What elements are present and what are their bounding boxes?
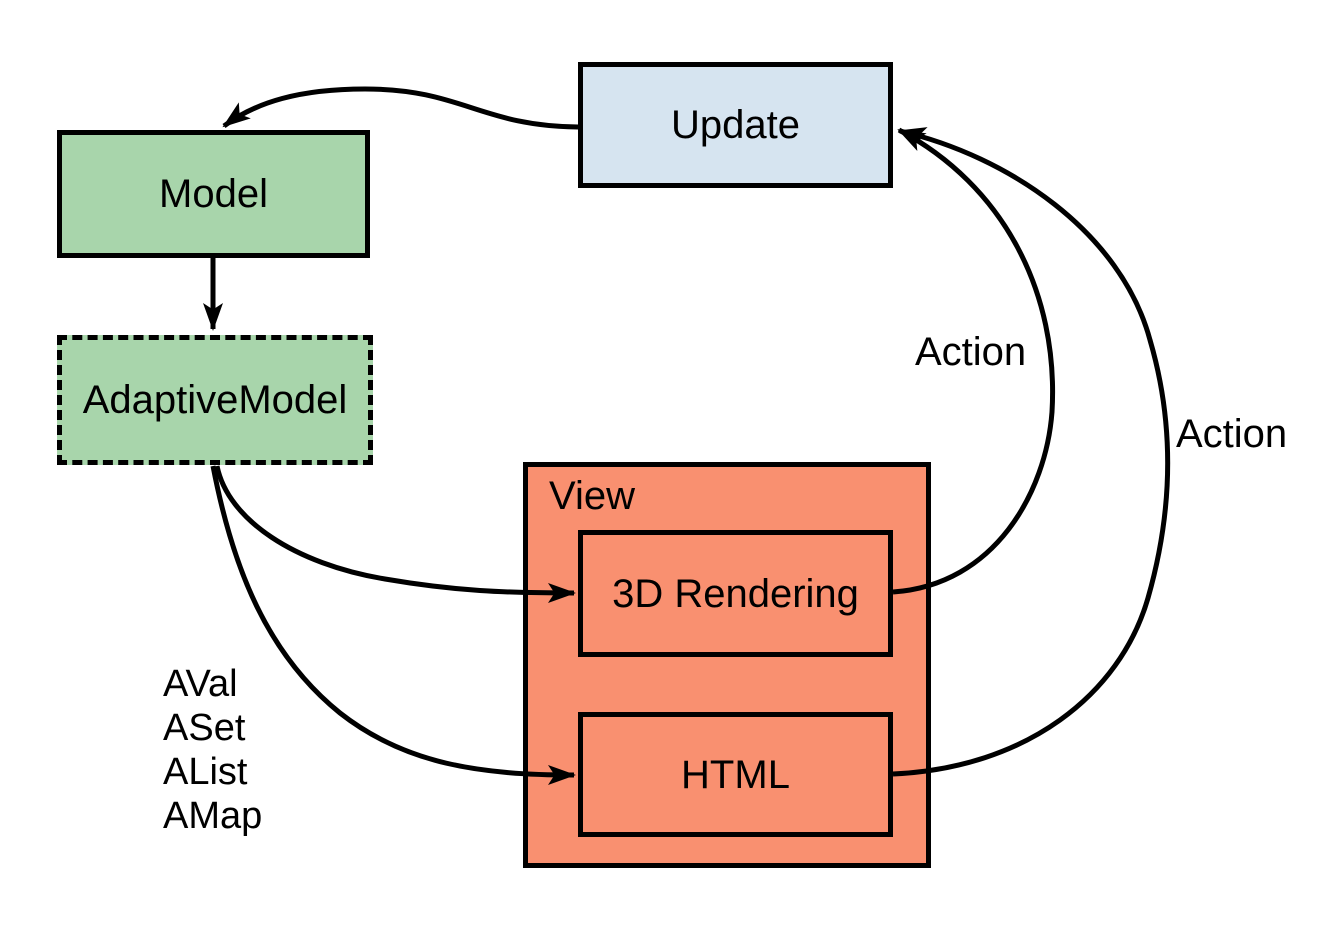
rendering-3d-node: 3D Rendering (578, 530, 893, 657)
action-label-inner: Action (915, 330, 1027, 374)
adaptive-method-aset: ASet (163, 707, 246, 749)
arrow-adaptive-model-to-3d-rendering (214, 465, 576, 603)
arrow-adaptive-model-to-html (210, 465, 576, 785)
arrow-html-to-update (892, 127, 1171, 777)
adaptive-method-alist: AList (163, 751, 248, 793)
view-group-label: View (549, 474, 635, 518)
model-node-label: Model (159, 172, 268, 216)
arrow-update-to-model (222, 86, 579, 130)
adaptive-model-node: AdaptiveModel (57, 335, 373, 465)
update-node-label: Update (671, 103, 800, 147)
update-node: Update (578, 62, 893, 188)
html-node-label: HTML (681, 752, 790, 797)
adaptive-method-amap: AMap (163, 795, 263, 837)
action-label-outer: Action (1176, 412, 1288, 456)
model-node: Model (57, 130, 370, 258)
adaptive-methods-label: AVal ASet AList AMap (163, 662, 262, 838)
html-node: HTML (578, 712, 893, 837)
adaptive-method-aval: AVal (163, 663, 238, 705)
adaptive-model-node-label: AdaptiveModel (82, 378, 348, 422)
rendering-3d-node-label: 3D Rendering (612, 571, 859, 616)
